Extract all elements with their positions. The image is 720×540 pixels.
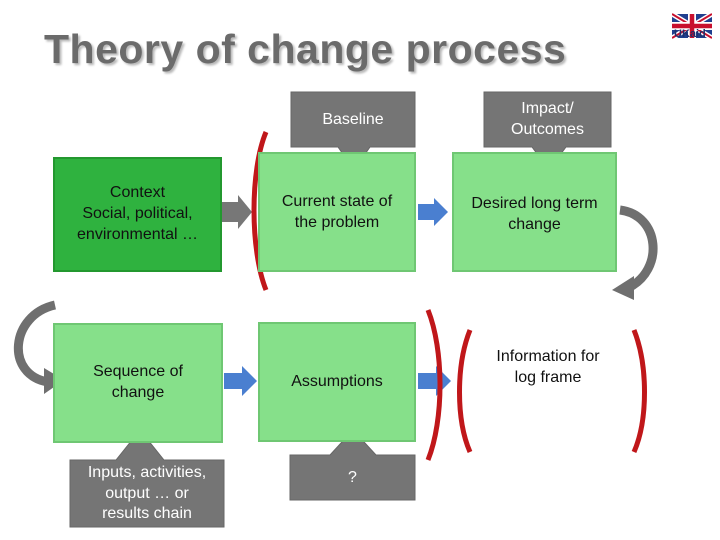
impact-text: Impact/ Outcomes — [511, 100, 584, 138]
inputs-text: Inputs, activities, output … or results … — [87, 463, 207, 523]
grey-arrow-icon — [222, 195, 252, 229]
question-text: ? — [348, 468, 357, 486]
blue-arrow-icon — [418, 198, 448, 226]
question-callout — [289, 429, 416, 501]
baseline-text: Baseline — [322, 110, 384, 128]
sequence-text: Sequence of change — [93, 363, 183, 401]
current-state-text: Current state of the problem — [281, 193, 393, 231]
information-text: Information for log frame — [496, 348, 600, 386]
assumptions-text: Assumptions — [291, 372, 383, 390]
context-box: Context Social, political, environmental… — [53, 157, 222, 272]
red-bracket-icon — [631, 329, 647, 454]
inputs-label: Inputs, activities, output … or results … — [70, 462, 224, 526]
ukaid-logo: UKaid — [674, 28, 706, 40]
blue-arrow-icon — [224, 366, 257, 396]
curved-arrow-icon — [619, 205, 658, 293]
desired-change-box: Desired long term change — [452, 152, 617, 272]
information-label: Information for log frame — [474, 340, 622, 396]
current-state-box: Current state of the problem — [258, 152, 416, 272]
uk-flag-icon — [672, 11, 712, 41]
desired-change-text: Desired long term change — [471, 195, 598, 233]
curved-arrow-icon — [13, 300, 57, 387]
red-bracket-icon — [251, 131, 269, 291]
question-label: ? — [290, 457, 415, 499]
baseline-label: Baseline — [291, 96, 415, 144]
context-text: Context Social, political, environmental… — [77, 184, 198, 243]
curved-arrow-head-icon — [612, 276, 634, 300]
assumptions-box: Assumptions — [258, 322, 416, 442]
inputs-callout — [69, 429, 225, 528]
red-bracket-icon — [425, 309, 443, 461]
impact-label: Impact/ Outcomes — [484, 96, 611, 144]
page-title: Theory of change process — [44, 26, 567, 72]
blue-arrow-icon — [418, 366, 451, 396]
sequence-box: Sequence of change — [53, 323, 223, 443]
red-bracket-icon — [457, 329, 473, 454]
